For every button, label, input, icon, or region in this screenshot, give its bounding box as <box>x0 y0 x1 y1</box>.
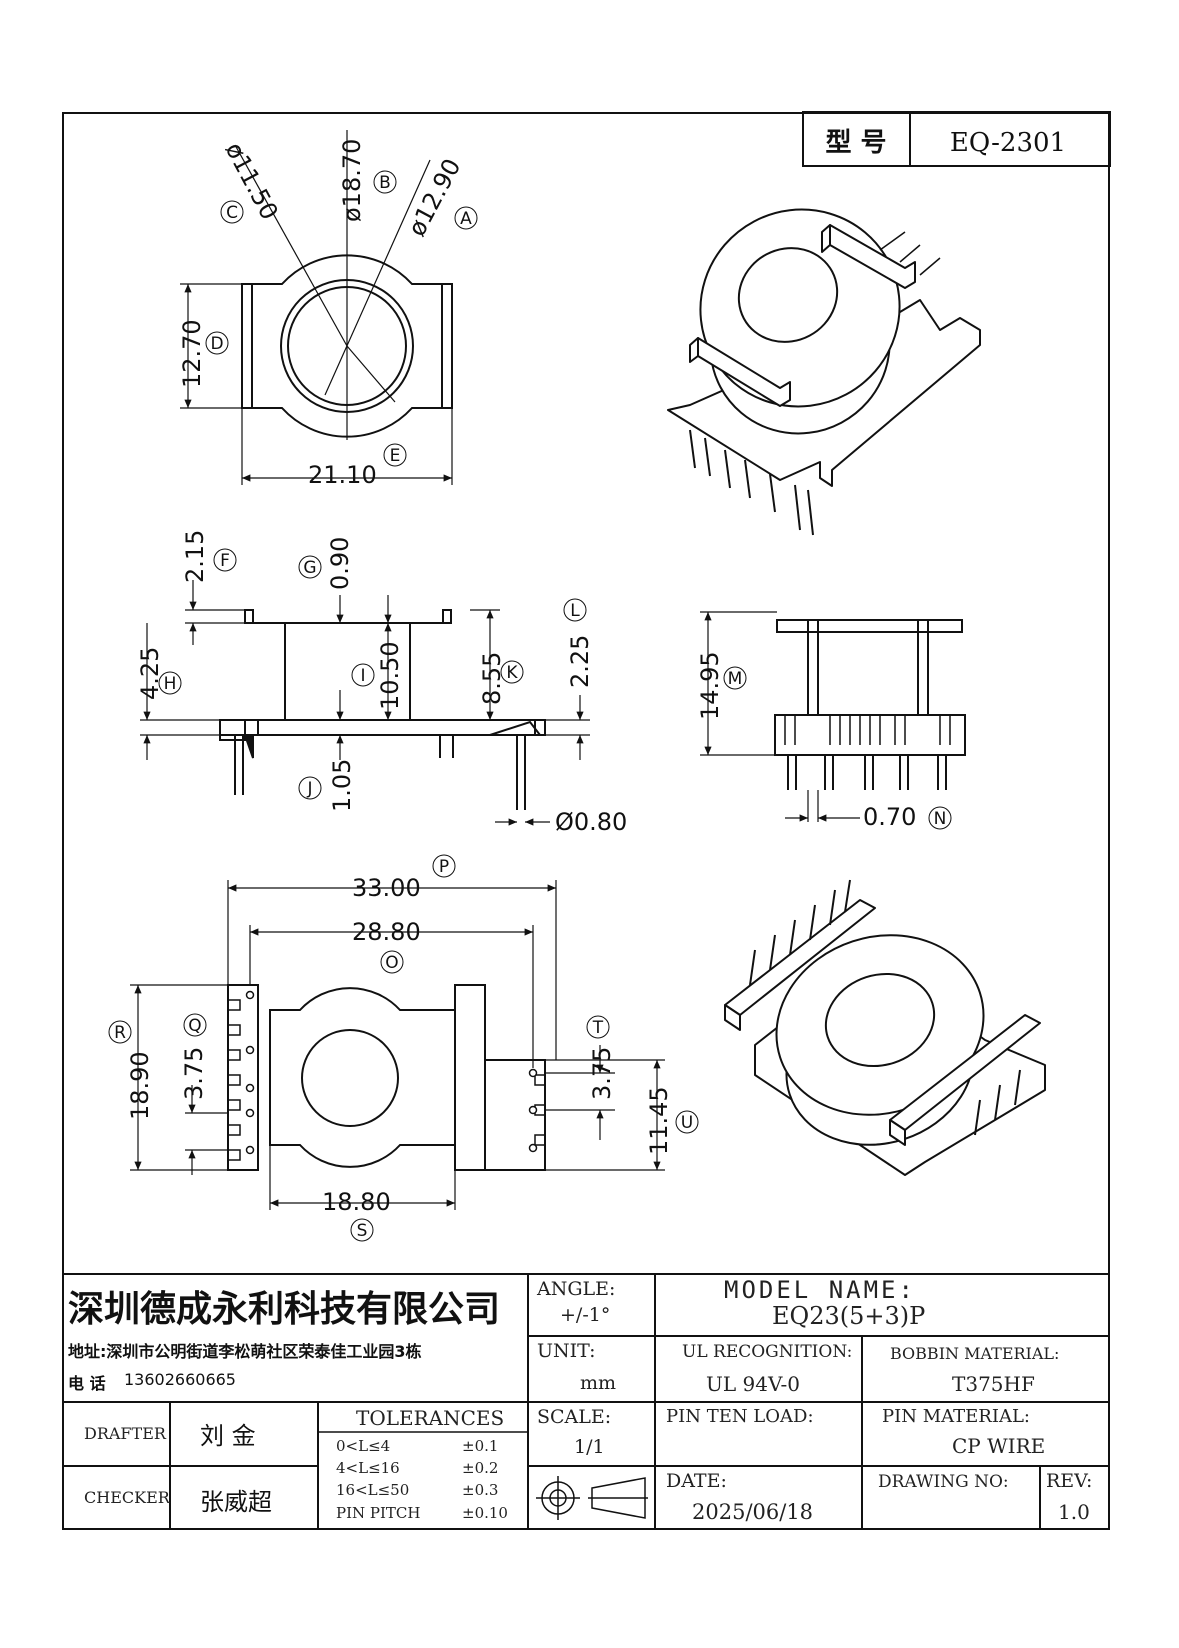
dim-M-value: 14.95 <box>696 651 724 720</box>
dim-G-value: 0.90 <box>326 537 354 590</box>
drafter-name: 刘 金 <box>200 1422 256 1450</box>
dim-S-value: 18.80 <box>322 1188 391 1216</box>
scale-value: 1/1 <box>574 1436 605 1458</box>
company-name: 深圳德成永利科技有限公司 <box>68 1289 501 1330</box>
bottom-view <box>130 880 665 1210</box>
dim-S-marker: S <box>357 1221 368 1241</box>
dim-Q-marker: Q <box>188 1016 201 1036</box>
drafter-label: DRAFTER <box>84 1424 166 1443</box>
dim-I-value: 10.50 <box>376 641 404 710</box>
tolerance-value-3: ±0.3 <box>462 1481 499 1499</box>
dim-O-marker: O <box>385 953 398 973</box>
dim-O-value: 28.80 <box>352 918 421 946</box>
dim-E-marker: E <box>390 446 401 466</box>
drawing-frame <box>62 112 1110 1530</box>
dim-I-marker: I <box>360 666 365 686</box>
top-view-labels: ø11.50 ø18.70 ø12.90 12.70 21.10 C B A D… <box>178 138 478 489</box>
tolerance-range-pin-pitch: PIN PITCH <box>336 1504 421 1522</box>
projection-symbol <box>536 1476 648 1520</box>
pin-material-label: PIN MATERIAL: <box>882 1406 1030 1427</box>
dim-K-marker: K <box>506 663 518 683</box>
drawing-no-label: DRAWING NO: <box>878 1472 1009 1492</box>
side-view-labels: 14.95 0.70 M N <box>696 651 952 831</box>
tolerance-range-2: 4<L≤16 <box>336 1459 400 1477</box>
dim-T-marker: T <box>592 1018 604 1038</box>
dim-D-marker: D <box>210 334 223 354</box>
tolerance-range-3: 16<L≤50 <box>336 1481 410 1499</box>
tolerances-title: TOLERANCES <box>356 1406 505 1430</box>
isometric-view-bottom <box>724 879 1046 1176</box>
dim-A-value: ø12.90 <box>403 154 467 241</box>
dim-B-marker: B <box>379 173 391 193</box>
dim-G-marker: G <box>303 558 316 578</box>
angle-label: ANGLE: <box>537 1278 616 1300</box>
dim-D-value: 12.70 <box>178 319 206 388</box>
tolerance-value-2: ±0.2 <box>462 1459 499 1477</box>
dim-U-marker: U <box>681 1113 693 1133</box>
tolerance-range-1: 0<L≤4 <box>336 1437 391 1455</box>
top-view <box>180 130 453 485</box>
front-view <box>140 580 590 826</box>
dim-U-value: 11.45 <box>645 1086 673 1155</box>
dim-R-value: 18.90 <box>126 1051 154 1120</box>
dim-K-value: 8.55 <box>478 652 506 705</box>
dim-R-marker: R <box>114 1023 126 1043</box>
dim-E-value: 21.10 <box>308 461 377 489</box>
date-value: 2025/06/18 <box>692 1500 814 1524</box>
bottom-view-labels: 33.00 28.80 18.90 3.75 3.75 11.45 18.80 … <box>108 854 699 1242</box>
isometric-view-top <box>667 208 981 536</box>
dim-N-value: 0.70 <box>863 803 916 831</box>
ul-recognition-value: UL 94V-0 <box>706 1372 801 1396</box>
model-header-box: 型 号 EQ-2301 <box>802 111 1111 167</box>
dim-F-value: 2.15 <box>181 530 209 583</box>
phone-number: 13602660665 <box>124 1370 236 1389</box>
angle-value: +/-1° <box>560 1304 611 1326</box>
dim-pin-diameter-value: Ø0.80 <box>555 808 627 836</box>
model-header-label: 型 号 <box>825 128 886 158</box>
dim-H-value: 4.25 <box>136 647 164 700</box>
phone-label: 电 话 <box>68 1374 106 1393</box>
scale-label: SCALE: <box>537 1406 612 1428</box>
dim-L-value: 2.25 <box>566 635 594 688</box>
date-label: DATE: <box>666 1470 727 1492</box>
ul-recognition-label: UL RECOGNITION: <box>682 1342 853 1362</box>
bobbin-material-label: BOBBIN MATERIAL: <box>890 1344 1060 1363</box>
dim-B-value: ø18.70 <box>338 139 366 222</box>
checker-name: 张威超 <box>200 1488 272 1516</box>
rev-value: 1.0 <box>1058 1500 1090 1524</box>
rev-label: REV: <box>1046 1470 1093 1492</box>
pin-material-value: CP WIRE <box>952 1434 1046 1458</box>
tolerance-value-pin-pitch: ±0.10 <box>462 1504 508 1522</box>
checker-label: CHECKER <box>84 1488 170 1507</box>
dim-J-marker: J <box>306 779 312 799</box>
model-header-value: EQ-2301 <box>950 128 1066 158</box>
dim-F-marker: F <box>220 551 230 571</box>
dim-Q-value: 3.75 <box>180 1047 208 1100</box>
dim-C-marker: C <box>226 203 238 223</box>
dim-A-marker: A <box>460 209 472 229</box>
dim-H-marker: H <box>164 674 177 694</box>
unit-value: mm <box>580 1372 617 1394</box>
title-block-grid <box>62 1273 1110 1530</box>
pin-ten-load-label: PIN TEN LOAD: <box>666 1406 814 1427</box>
company-address: 地址:深圳市公明街道李松萌社区荣泰佳工业园3栋 <box>68 1342 422 1361</box>
front-view-labels: 2.15 0.90 4.25 10.50 8.55 2.25 1.05 Ø0.8… <box>136 530 627 836</box>
dim-J-value: 1.05 <box>328 759 356 812</box>
side-view <box>700 611 966 822</box>
model-name-label: MODEL NAME: <box>724 1276 916 1304</box>
dim-M-marker: M <box>728 669 743 689</box>
dim-L-marker: L <box>570 601 580 621</box>
dim-T-value: 3.75 <box>588 1047 616 1100</box>
dim-P-marker: P <box>439 857 449 877</box>
dim-N-marker: N <box>934 809 947 829</box>
dim-P-value: 33.00 <box>352 874 421 902</box>
tolerance-value-1: ±0.1 <box>462 1437 499 1455</box>
unit-label: UNIT: <box>537 1340 596 1362</box>
model-name-value: EQ23(5+3)P <box>772 1302 926 1330</box>
bobbin-material-value: T375HF <box>952 1372 1035 1396</box>
